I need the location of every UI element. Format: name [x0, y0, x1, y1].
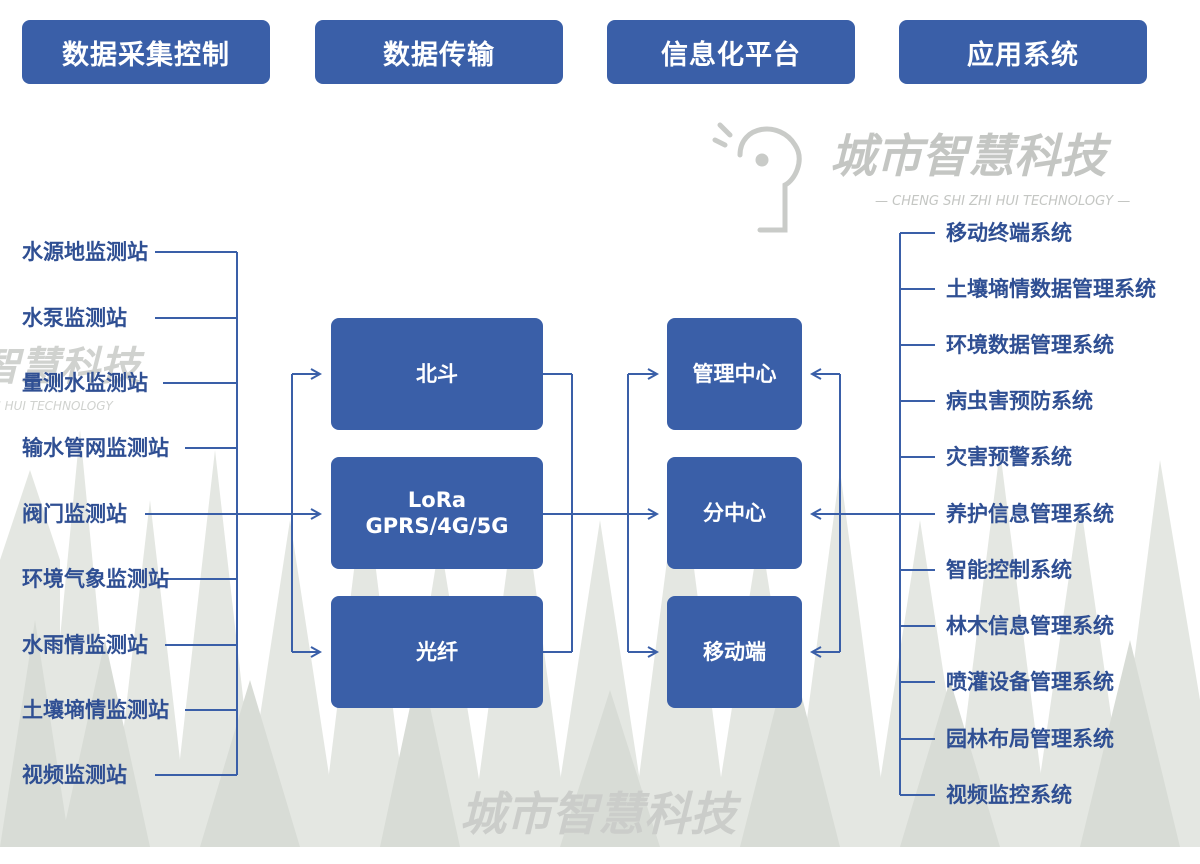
station-video: 视频监测站: [22, 763, 127, 787]
platform-management-center: 管理中心: [667, 318, 802, 430]
station-water-source: 水源地监测站: [22, 240, 148, 264]
system-disaster-warning: 灾害预警系统: [946, 445, 1072, 469]
platform-sub-center: 分中心: [667, 457, 802, 569]
system-environment-data: 环境数据管理系统: [946, 333, 1114, 357]
station-soil-moisture: 土壤墒情监测站: [22, 698, 169, 722]
station-pipe-network: 输水管网监测站: [22, 436, 169, 460]
header-application-systems: 应用系统: [899, 20, 1147, 84]
system-smart-control: 智能控制系统: [946, 558, 1072, 582]
system-pest-prevention: 病虫害预防系统: [946, 389, 1093, 413]
transmission-wireless-line2: GPRS/4G/5G: [365, 514, 509, 538]
platform-mobile: 移动端: [667, 596, 802, 708]
transmission-beidou-label: 北斗: [416, 362, 458, 386]
system-video-surveillance: 视频监控系统: [946, 783, 1072, 807]
system-forest-info: 林木信息管理系统: [946, 614, 1114, 638]
station-water-pump: 水泵监测站: [22, 306, 127, 330]
transmission-wireless-line1: LoRa: [407, 488, 467, 512]
system-garden-layout: 园林布局管理系统: [946, 727, 1114, 751]
station-rain: 水雨情监测站: [22, 633, 148, 657]
platform-mobile-label: 移动端: [703, 640, 766, 664]
transmission-fiber-label: 光纤: [416, 640, 458, 664]
platform-sub-center-label: 分中心: [703, 501, 766, 525]
platform-management-center-label: 管理中心: [692, 362, 777, 386]
header-info-platform: 信息化平台: [607, 20, 855, 84]
transmission-fiber: 光纤: [331, 596, 543, 708]
system-soil-data: 土壤墒情数据管理系统: [946, 277, 1156, 301]
header-data-transmission: 数据传输: [315, 20, 563, 84]
transmission-beidou: 北斗: [331, 318, 543, 430]
transmission-wireless: LoRa GPRS/4G/5G: [331, 457, 543, 569]
station-weather: 环境气象监测站: [22, 567, 169, 591]
station-water-metering: 量测水监测站: [22, 371, 148, 395]
header-data-collection: 数据采集控制: [22, 20, 270, 84]
station-valve: 阀门监测站: [22, 502, 127, 526]
system-maintenance-info: 养护信息管理系统: [946, 502, 1114, 526]
system-sprinkler-equipment: 喷灌设备管理系统: [946, 670, 1114, 694]
system-mobile-terminal: 移动终端系统: [946, 221, 1072, 245]
